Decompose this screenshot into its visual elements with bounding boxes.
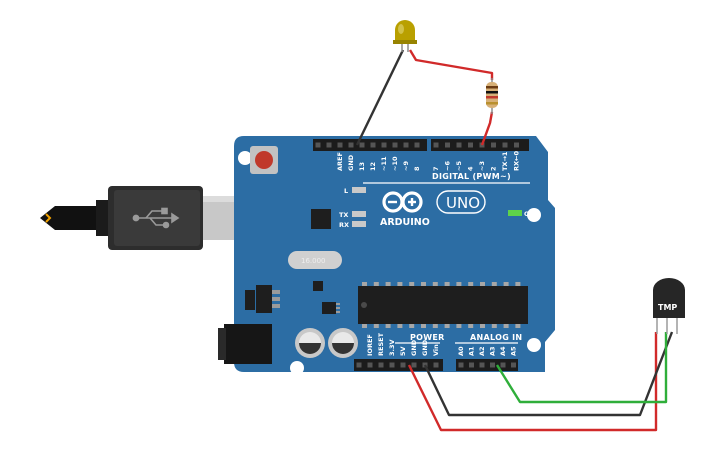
wire-red-resistor-pin2 xyxy=(480,111,494,146)
analog-header[interactable] xyxy=(456,359,518,371)
digital-header[interactable] xyxy=(313,139,529,151)
power-jack[interactable] xyxy=(218,324,272,364)
led-l-label: L xyxy=(344,187,348,195)
wire-black-gnd-tmp xyxy=(423,331,674,417)
led-tx-label: TX xyxy=(339,211,348,219)
capacitor xyxy=(328,328,358,358)
mounting-hole xyxy=(527,338,541,352)
analog-pin-label: A5 xyxy=(510,346,518,356)
analog-pin-label: A1 xyxy=(468,346,476,356)
digital-pin-label: ~11 xyxy=(380,156,388,171)
power-pin-label: GND xyxy=(421,339,429,356)
capacitor xyxy=(295,328,325,358)
resistor[interactable] xyxy=(486,78,498,114)
mounting-hole xyxy=(290,361,304,375)
wire-black-gnd-led xyxy=(355,49,405,146)
led[interactable] xyxy=(393,20,417,52)
analog-pin-label: A3 xyxy=(489,346,497,356)
power-pin-label: IOREF xyxy=(366,334,374,356)
reset-button[interactable] xyxy=(250,146,278,174)
arduino-uno-board[interactable]: DIGITAL (PWM~) L TX RX ON ARDUINO UNO xyxy=(218,136,555,375)
brand-text: ARDUINO xyxy=(380,217,430,228)
tmp-sensor[interactable]: TMP xyxy=(653,278,685,334)
digital-pin-label: AREF xyxy=(336,152,344,171)
digital-pin-label: ~6 xyxy=(444,161,452,171)
power-pin-label: Vin xyxy=(432,344,440,356)
wire-green-a3-tmp xyxy=(495,332,668,404)
digital-pin-label: ~9 xyxy=(402,161,410,171)
digital-pin-label: 13 xyxy=(358,162,366,171)
digital-pin-label: GND xyxy=(347,154,355,171)
mounting-hole xyxy=(527,208,541,222)
usb-icon xyxy=(132,207,180,229)
wire-red-led-resistor xyxy=(408,49,494,80)
voltage-regulator xyxy=(245,285,280,313)
usb-cable[interactable] xyxy=(40,186,241,250)
power-pin-label: 3.3V xyxy=(388,339,396,356)
analog-pin-label: A2 xyxy=(478,346,486,356)
analog-pin-label: A0 xyxy=(457,346,465,356)
power-pin-label: GND xyxy=(410,339,418,356)
small-chip xyxy=(313,281,323,291)
svg-text:16.000: 16.000 xyxy=(301,257,326,265)
digital-pin-label: ~5 xyxy=(455,161,463,171)
mounting-hole xyxy=(238,151,252,165)
led-rx-label: RX xyxy=(339,221,349,229)
atmega-chip xyxy=(358,282,528,328)
crystal: 16.000 xyxy=(288,251,342,269)
model-text: UNO xyxy=(446,194,480,212)
digital-pin-label: RX←0 xyxy=(513,151,521,171)
analog-header-label: ANALOG IN xyxy=(470,333,522,342)
power-pin-label: RESET xyxy=(377,332,385,356)
power-header-label: POWER xyxy=(410,333,445,342)
tmp-label: TMP xyxy=(658,303,677,312)
small-ic xyxy=(322,302,340,314)
wire-red-5v-tmp xyxy=(407,332,658,432)
digital-pin-label: 4 xyxy=(467,166,475,171)
usb-chip xyxy=(311,209,331,229)
analog-pin-label: A4 xyxy=(499,346,507,356)
arduino-logo: ARDUINO UNO xyxy=(380,190,486,228)
wires[interactable] xyxy=(355,49,674,432)
digital-pin-label: 2 xyxy=(490,166,498,171)
digital-pin-label: ~10 xyxy=(391,156,399,171)
digital-pin-label: ~3 xyxy=(478,161,486,171)
power-header[interactable] xyxy=(354,359,443,371)
digital-pin-label: 8 xyxy=(413,166,421,171)
on-led-label: ON xyxy=(524,210,535,218)
onboard-leds: L TX RX ON xyxy=(339,187,535,229)
digital-header-label: DIGITAL (PWM~) xyxy=(432,172,511,181)
digital-pin-label: 7 xyxy=(432,166,440,171)
power-pin-label: 5V xyxy=(399,346,407,356)
digital-pin-label: 12 xyxy=(369,162,377,171)
digital-pin-label: TX→1 xyxy=(501,151,509,171)
